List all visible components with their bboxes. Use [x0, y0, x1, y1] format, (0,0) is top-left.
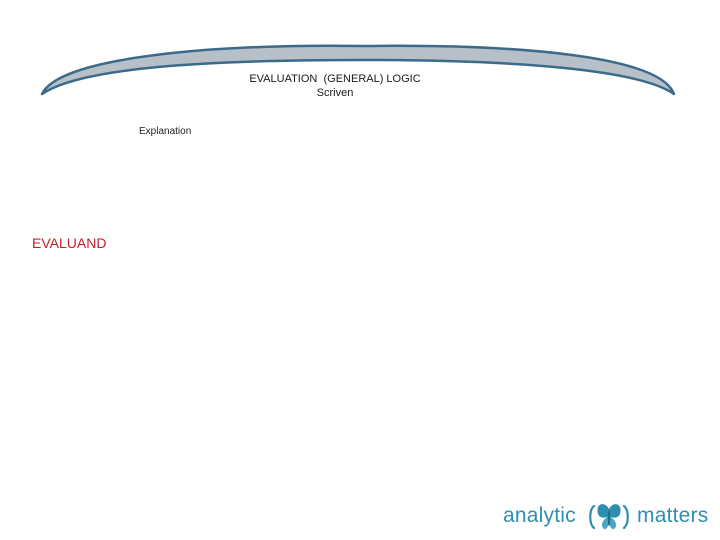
analytic-matters-logo: analytic matters	[500, 498, 716, 538]
logo-word-left: analytic	[503, 504, 576, 527]
diagram-title: EVALUATION (GENERAL) LOGIC	[249, 73, 421, 85]
butterfly-icon	[589, 504, 629, 530]
logo-word-right: matters	[637, 504, 709, 527]
arc-banner-shape	[40, 44, 676, 96]
diagram-title-block: EVALUATION (GENERAL) LOGIC Scriven	[190, 72, 480, 100]
arc-banner	[40, 44, 676, 96]
explanation-label: Explanation	[139, 126, 192, 137]
diagram-subtitle: Scriven	[316, 87, 354, 99]
evaluand-label: EVALUAND	[32, 235, 107, 251]
